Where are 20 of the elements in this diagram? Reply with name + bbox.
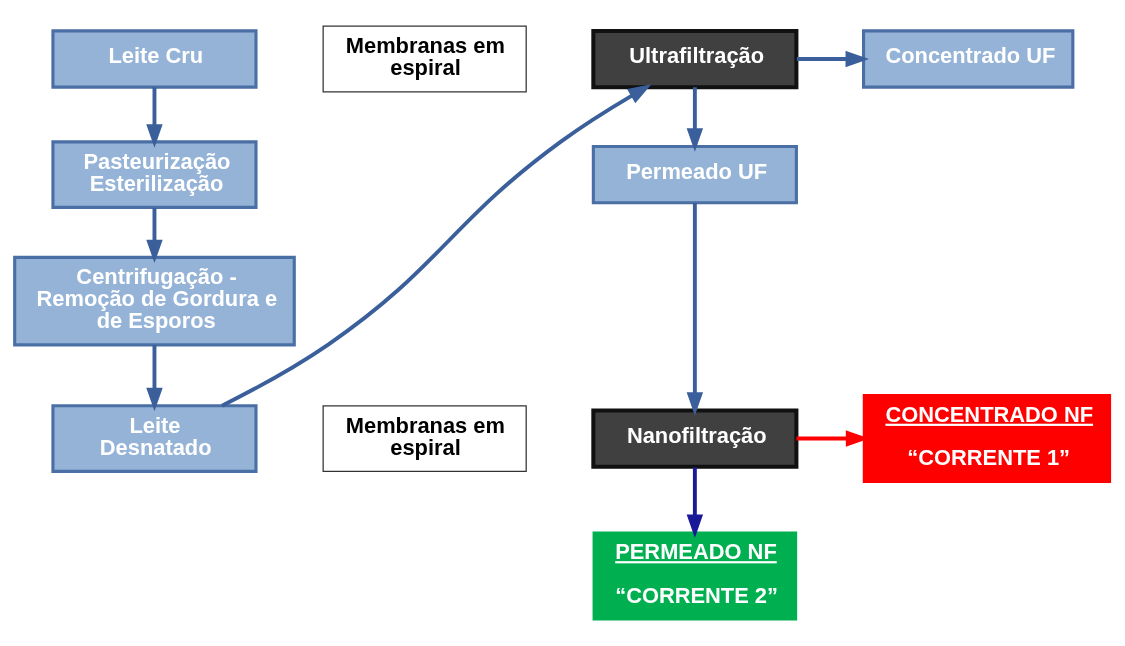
arrow [146, 345, 163, 412]
node-box: Leite Cru [51, 29, 258, 89]
node-box: Membranas em espiral [322, 25, 527, 93]
arrow [796, 50, 869, 68]
arrow [221, 84, 652, 408]
arrow [146, 87, 163, 148]
node-box: Concentrado UF [862, 29, 1075, 89]
arrow [686, 87, 704, 152]
arrow [146, 207, 163, 264]
arrow [686, 467, 704, 538]
node-box: Centrifugação - Remoção de Gordura e de Esporos [13, 255, 296, 347]
node-box: Permeado UF [591, 144, 798, 205]
node-box: Pasteurização Esterilização [51, 140, 258, 209]
node-box: Nanofiltração [591, 408, 799, 469]
node-box: Membranas em espiral [322, 405, 527, 472]
node-box: Ultrafiltração [591, 28, 799, 90]
node-box: Leite Desnatado [51, 404, 258, 473]
node-box: CONCENTRADO NF “CORRENTE 1” [862, 394, 1112, 484]
arrow [686, 203, 704, 416]
node-box: PERMEADO NF “CORRENTE 2” [592, 531, 798, 621]
